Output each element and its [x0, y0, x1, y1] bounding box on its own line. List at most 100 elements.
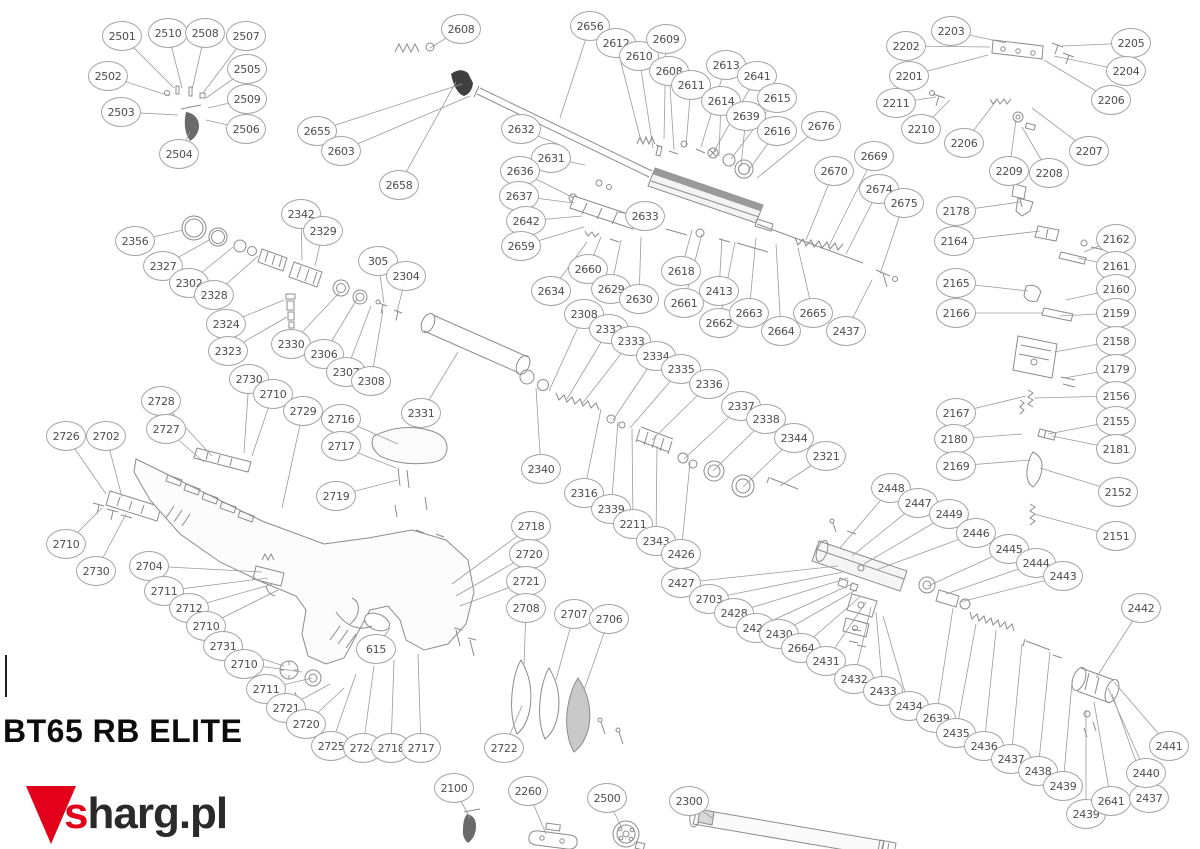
part-callout-2664: 2664	[761, 316, 801, 346]
part-callout-2100: 2100	[434, 773, 474, 803]
part-callout-2722: 2722	[484, 733, 524, 763]
part-callout-2707: 2707	[554, 599, 594, 629]
part-callout-2324: 2324	[206, 309, 246, 339]
part-callout-2158: 2158	[1096, 326, 1136, 356]
part-callout-2634: 2634	[531, 276, 571, 306]
part-callout-2504: 2504	[159, 139, 199, 169]
part-callout-2717: 2717	[401, 733, 441, 763]
part-callout-2708: 2708	[506, 593, 546, 623]
part-callout-2328: 2328	[194, 280, 234, 310]
part-callout-2442: 2442	[1121, 593, 1161, 623]
part-callout-2702: 2702	[86, 421, 126, 451]
part-callout-2706: 2706	[589, 604, 629, 634]
part-callout-2178: 2178	[936, 196, 976, 226]
part-callout-2329: 2329	[303, 216, 343, 246]
part-callout-2308: 2308	[351, 366, 391, 396]
part-callout-2510: 2510	[148, 18, 188, 48]
part-callout-2630: 2630	[619, 284, 659, 314]
logo-text-accent: s	[64, 789, 89, 838]
part-callout-2167: 2167	[936, 398, 976, 428]
part-callout-2208: 2208	[1029, 158, 1069, 188]
part-callout-2203: 2203	[931, 16, 971, 46]
part-callout-2165: 2165	[936, 268, 976, 298]
part-callout-2726: 2726	[46, 421, 86, 451]
part-callout-2676: 2676	[801, 111, 841, 141]
part-callout-2211: 2211	[876, 88, 916, 118]
part-callout-2204: 2204	[1106, 56, 1146, 86]
part-callout-2440: 2440	[1126, 758, 1166, 788]
diagram-title: BT65 RB ELITE	[3, 713, 243, 749]
part-callout-2616: 2616	[757, 116, 797, 146]
part-callout-2437: 2437	[826, 316, 866, 346]
part-callout-2166: 2166	[936, 298, 976, 328]
part-callout-2443: 2443	[1043, 561, 1083, 591]
part-callout-2703: 2703	[689, 584, 729, 614]
part-callout-2439: 2439	[1043, 771, 1083, 801]
part-callout-2202: 2202	[886, 31, 926, 61]
part-callout-2206: 2206	[944, 128, 984, 158]
part-callout-305: 305	[358, 246, 398, 276]
part-callout-2500: 2500	[587, 783, 627, 813]
part-callout-2260: 2260	[508, 776, 548, 806]
part-callout-2206: 2206	[1091, 85, 1131, 115]
part-callout-2608: 2608	[441, 14, 481, 44]
part-callout-2509: 2509	[227, 84, 267, 114]
part-callout-2665: 2665	[793, 298, 833, 328]
part-callout-615: 615	[356, 634, 396, 664]
part-callout-2209: 2209	[989, 156, 1029, 186]
part-callout-2201: 2201	[889, 61, 929, 91]
logo-triangle-icon	[26, 786, 76, 844]
part-callout-2658: 2658	[379, 170, 419, 200]
part-callout-2151: 2151	[1096, 521, 1136, 551]
part-callout-2719: 2719	[316, 481, 356, 511]
part-callout-2710: 2710	[46, 529, 86, 559]
part-callout-2603: 2603	[321, 136, 361, 166]
part-callout-2155: 2155	[1096, 406, 1136, 436]
part-callout-2675: 2675	[884, 188, 924, 218]
part-callout-2446: 2446	[956, 518, 996, 548]
part-callout-2159: 2159	[1096, 298, 1136, 328]
part-callout-2340: 2340	[521, 454, 561, 484]
part-callout-2152: 2152	[1098, 477, 1138, 507]
part-callout-2179: 2179	[1096, 354, 1136, 384]
part-callout-2641: 2641	[1091, 786, 1131, 816]
part-callout-2711: 2711	[144, 576, 184, 606]
part-callout-2356: 2356	[115, 226, 155, 256]
part-callout-2661: 2661	[664, 288, 704, 318]
part-callout-2300: 2300	[669, 786, 709, 816]
part-callout-2181: 2181	[1096, 434, 1136, 464]
part-callout-2508: 2508	[185, 18, 225, 48]
part-callout-2323: 2323	[208, 336, 248, 366]
brand-logo: sharg.pl	[26, 786, 228, 844]
part-callout-2727: 2727	[146, 414, 186, 444]
part-callout-2506: 2506	[226, 114, 266, 144]
part-callout-2503: 2503	[101, 97, 141, 127]
part-callout-2331: 2331	[401, 398, 441, 428]
part-callout-2710: 2710	[224, 649, 264, 679]
part-callout-2180: 2180	[934, 424, 974, 454]
part-callout-2448: 2448	[871, 473, 911, 503]
part-callout-2336: 2336	[689, 369, 729, 399]
part-callout-2618: 2618	[661, 256, 701, 286]
part-callout-2162: 2162	[1096, 224, 1136, 254]
part-callout-2426: 2426	[661, 539, 701, 569]
part-callout-2730: 2730	[76, 556, 116, 586]
part-callout-2611: 2611	[671, 70, 711, 100]
part-callout-2716: 2716	[321, 404, 361, 434]
part-callout-2437: 2437	[1129, 783, 1169, 813]
part-callout-2729: 2729	[283, 396, 323, 426]
part-callout-2633: 2633	[625, 201, 665, 231]
part-callout-2205: 2205	[1111, 28, 1151, 58]
part-callout-2501: 2501	[102, 21, 142, 51]
part-callout-2720: 2720	[509, 539, 549, 569]
part-callout-2728: 2728	[141, 386, 181, 416]
part-callout-2507: 2507	[226, 21, 266, 51]
part-callout-2636: 2636	[500, 156, 540, 186]
logo-text: sharg.pl	[64, 786, 228, 842]
part-callout-2169: 2169	[936, 451, 976, 481]
part-callout-2717: 2717	[321, 431, 361, 461]
part-callout-2304: 2304	[386, 261, 426, 291]
